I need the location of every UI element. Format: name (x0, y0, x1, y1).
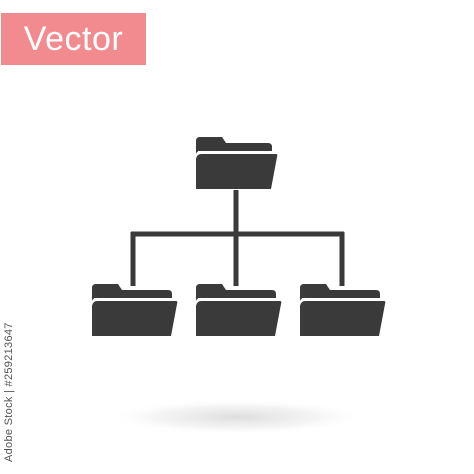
stock-id-label: Adobe Stock | #259213647 (3, 322, 15, 462)
folder-left-icon (92, 284, 178, 336)
folder-middle-icon (196, 284, 282, 336)
folder-right-icon (300, 284, 386, 336)
ground-shadow (107, 399, 367, 435)
folder-top-icon (196, 137, 278, 189)
badge-label: Vector (23, 20, 124, 58)
vector-badge: Vector (1, 13, 146, 65)
connector-lines (130, 190, 345, 286)
